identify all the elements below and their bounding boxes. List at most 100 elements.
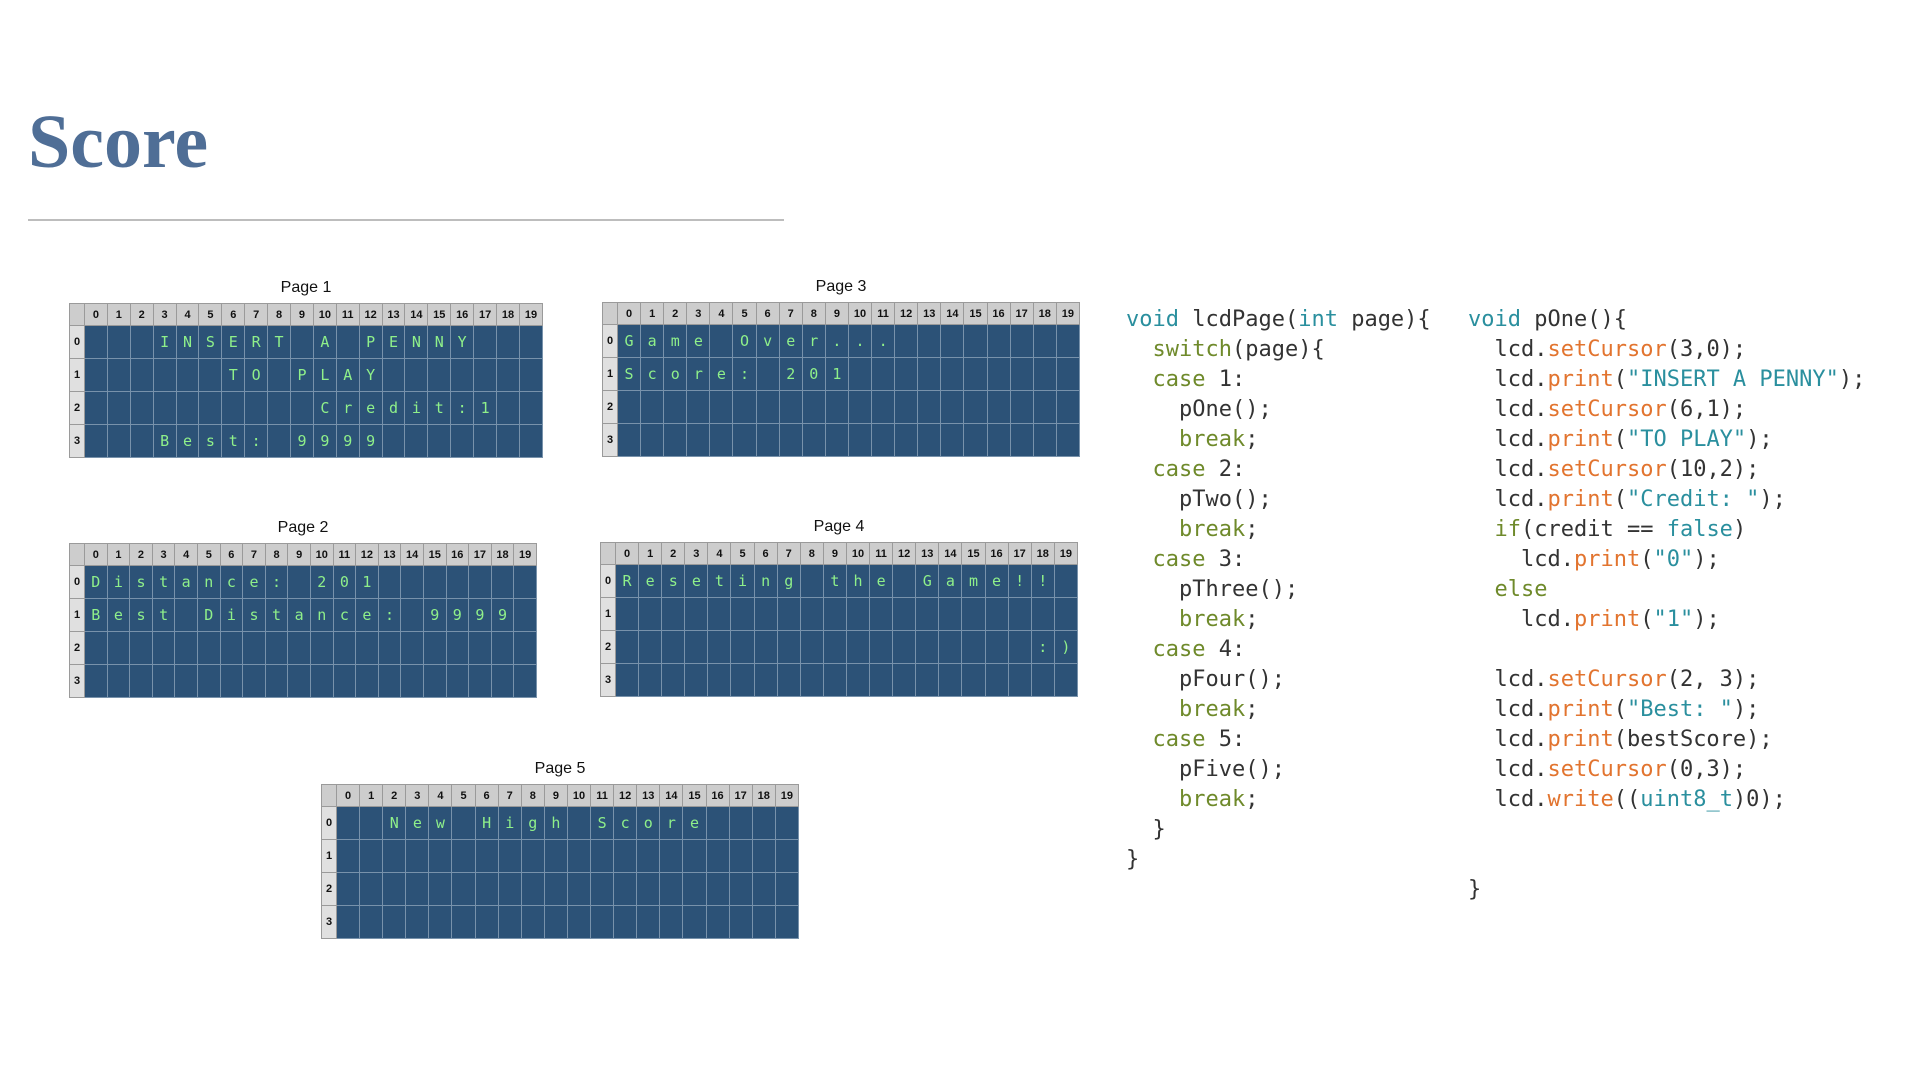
column-header: 15 bbox=[961, 542, 986, 565]
title-divider bbox=[28, 219, 784, 221]
code-token: setCursor bbox=[1547, 757, 1667, 782]
column-header: 16 bbox=[445, 543, 470, 566]
lcd-cell bbox=[335, 839, 361, 873]
lcd-cell bbox=[684, 663, 709, 697]
lcd-cell: : bbox=[264, 565, 289, 599]
lcd-cell: . bbox=[871, 324, 896, 358]
lcd-cell bbox=[661, 630, 686, 664]
column-header: 1 bbox=[359, 784, 384, 807]
lcd-cell bbox=[1055, 324, 1081, 358]
column-header: 7 bbox=[497, 784, 522, 807]
lcd-cell: t bbox=[822, 564, 847, 598]
lcd-cell bbox=[686, 390, 711, 424]
code-token: 1: bbox=[1205, 367, 1246, 392]
lcd-cell bbox=[566, 872, 592, 906]
lcd-cell bbox=[986, 390, 1011, 424]
code-token bbox=[1126, 607, 1179, 632]
lcd-cell bbox=[613, 839, 638, 873]
lcd-cell: m bbox=[663, 324, 688, 358]
lcd-cell: i bbox=[404, 391, 429, 425]
code-line: if(credit == false) bbox=[1468, 515, 1865, 545]
code-token: void bbox=[1468, 307, 1521, 332]
lcd-cell bbox=[871, 390, 896, 424]
code-token: else bbox=[1494, 577, 1548, 602]
column-header: 8 bbox=[267, 303, 292, 326]
code-token: "0" bbox=[1653, 547, 1694, 572]
column-header: 6 bbox=[219, 543, 244, 566]
column-header: 3 bbox=[152, 303, 177, 326]
code-line: } bbox=[1126, 815, 1431, 845]
code-token: lcd. bbox=[1468, 547, 1574, 572]
code-token: } bbox=[1126, 847, 1140, 872]
lcd-row: 1 bbox=[600, 597, 1079, 631]
lcd-cell bbox=[915, 663, 940, 697]
lcd-cell bbox=[984, 663, 1009, 697]
grid-corner bbox=[321, 784, 337, 807]
code-token: ( bbox=[1613, 487, 1627, 512]
lcd-cell: v bbox=[755, 324, 780, 358]
lcd-cell bbox=[663, 423, 688, 457]
lcd-cell: E bbox=[381, 325, 406, 359]
column-header: 11 bbox=[869, 542, 894, 565]
lcd-cell bbox=[871, 357, 896, 391]
code-line: lcd.print("INSERT A PENNY"); bbox=[1468, 365, 1865, 395]
column-header: 3 bbox=[405, 784, 430, 807]
lcd-cell bbox=[636, 839, 661, 873]
lcd-cell bbox=[1053, 597, 1079, 631]
lcd-cell bbox=[847, 357, 873, 391]
lcd-cell: S bbox=[198, 325, 223, 359]
lcd-cell bbox=[776, 597, 801, 631]
column-header: 8 bbox=[264, 543, 289, 566]
lcd-cell bbox=[264, 631, 289, 665]
lcd-cell: 9 bbox=[358, 424, 383, 458]
column-header: 19 bbox=[518, 303, 544, 326]
lcd-cell bbox=[774, 839, 800, 873]
code-token: ( bbox=[1613, 427, 1627, 452]
lcd-cell bbox=[497, 905, 522, 939]
lcd-row: 3 bbox=[602, 423, 1081, 457]
lcd-cell bbox=[730, 597, 755, 631]
code-line bbox=[1468, 845, 1865, 875]
column-header: 1 bbox=[638, 542, 663, 565]
column-header: 9 bbox=[543, 784, 568, 807]
lcd-cell bbox=[566, 839, 592, 873]
code-token: (3,0); bbox=[1666, 337, 1747, 362]
code-token: print bbox=[1547, 697, 1614, 722]
lcd-cell: o bbox=[636, 806, 661, 840]
lcd-cell bbox=[940, 390, 965, 424]
code-token: print bbox=[1573, 607, 1641, 632]
lcd-cell bbox=[445, 631, 470, 665]
lcd-cell bbox=[290, 391, 314, 425]
code-token: void bbox=[1126, 307, 1179, 332]
column-header: 11 bbox=[590, 784, 615, 807]
code-token: print bbox=[1547, 487, 1614, 512]
lcd-cell bbox=[1007, 630, 1032, 664]
lcd-cell bbox=[616, 390, 642, 424]
lcd-cell: 0 bbox=[332, 565, 357, 599]
lcd-cell bbox=[287, 664, 311, 698]
code-line bbox=[1468, 815, 1865, 845]
panel-title: Page 5 bbox=[534, 760, 586, 777]
code-line: case 3: bbox=[1126, 545, 1431, 575]
lcd-cell bbox=[940, 423, 965, 457]
column-header: 10 bbox=[566, 784, 592, 807]
code-token: switch bbox=[1152, 337, 1232, 362]
lcd-cell bbox=[847, 390, 873, 424]
column-header: 7 bbox=[244, 303, 269, 326]
lcd-cell: : bbox=[1030, 630, 1055, 664]
lcd-cell: e bbox=[686, 324, 711, 358]
code-line: pOne(); bbox=[1126, 395, 1431, 425]
lcd-cell bbox=[513, 598, 537, 632]
lcd-cell bbox=[152, 391, 177, 425]
code-token: case bbox=[1152, 457, 1206, 482]
lcd-cell: n bbox=[309, 598, 334, 632]
code-token: lcd. bbox=[1468, 367, 1548, 392]
column-header: 5 bbox=[196, 543, 221, 566]
code-token: setCursor bbox=[1547, 457, 1667, 482]
code-block-lcdpage: void lcdPage(int page){ switch(page){ ca… bbox=[1126, 305, 1431, 875]
lcd-cell bbox=[705, 872, 730, 906]
lcd-cell: e bbox=[709, 357, 734, 391]
code-token: 4: bbox=[1205, 637, 1246, 662]
